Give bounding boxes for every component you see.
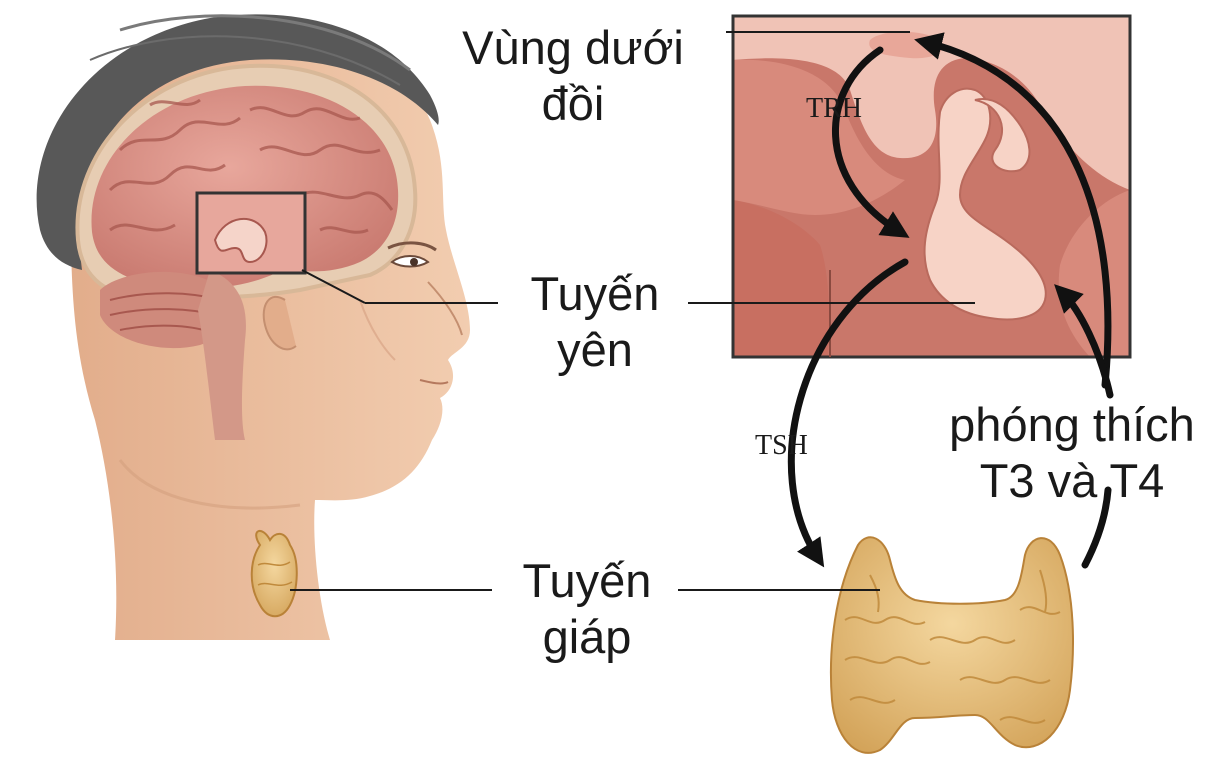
head-illustration <box>37 14 470 640</box>
eye <box>392 256 428 267</box>
label-hypothalamus-line2: đồi <box>438 76 708 132</box>
label-thyroid-line2: giáp <box>482 609 692 665</box>
label-pituitary-line2: yên <box>490 322 700 378</box>
label-pituitary-line1: Tuyến <box>490 266 700 322</box>
label-thyroid: Tuyến giáp <box>482 553 692 665</box>
label-trh: TRH <box>806 93 862 125</box>
label-hypothalamus-line1: Vùng dưới <box>438 20 708 76</box>
label-release: phóng thích T3 và T4 <box>930 397 1214 509</box>
label-pituitary: Tuyến yên <box>490 266 700 378</box>
label-release-line1: phóng thích <box>930 397 1214 453</box>
label-thyroid-line1: Tuyến <box>482 553 692 609</box>
label-release-line2: T3 và T4 <box>930 453 1214 509</box>
thyroid-gland-large <box>831 537 1073 753</box>
label-tsh: TSH <box>755 430 808 462</box>
label-hypothalamus: Vùng dưới đồi <box>438 20 708 132</box>
neck-thyroid <box>252 531 297 616</box>
